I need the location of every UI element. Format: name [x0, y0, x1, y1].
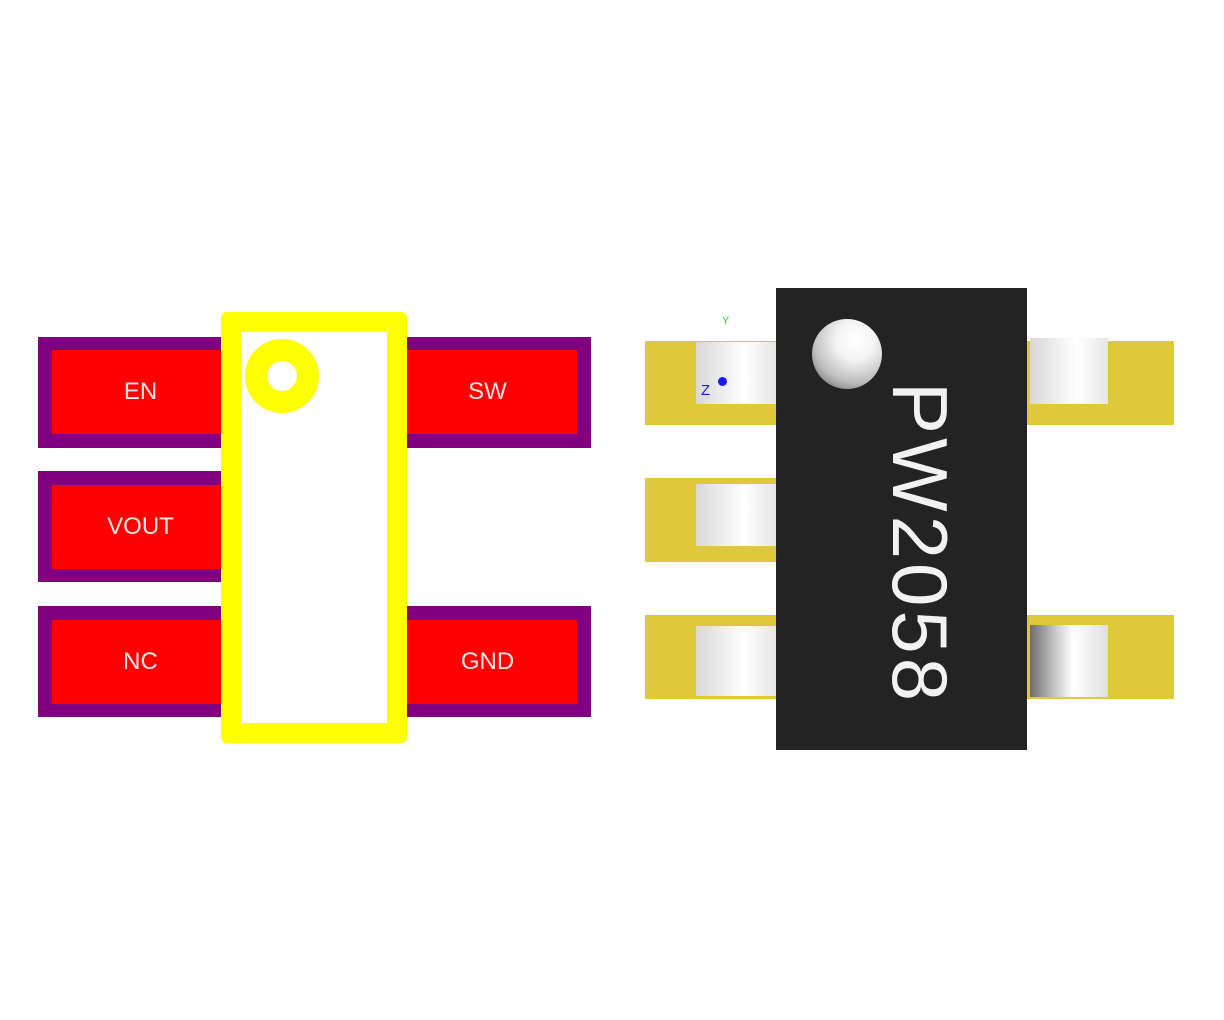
lead-left-mid — [696, 484, 776, 546]
pin1-dimple-icon — [812, 319, 882, 389]
lead-right-top — [1030, 338, 1108, 404]
lead-left-bottom — [696, 626, 776, 696]
lead-right-bottom — [1030, 625, 1108, 697]
pad-vout-copper: VOUT — [52, 485, 229, 569]
pad-vout-label: VOUT — [107, 513, 174, 540]
axis-origin-icon — [718, 377, 727, 386]
pad-sw-copper: SW — [398, 350, 577, 434]
pad-sw-label: SW — [468, 378, 507, 405]
pad-gnd-copper: GND — [398, 620, 577, 704]
pad-en-label: EN — [123, 378, 158, 405]
pad-nc-copper: NC — [52, 620, 229, 704]
pad-en-copper: EN — [52, 350, 229, 434]
part-marking: PW2058 — [876, 382, 964, 706]
axis-y-label: Y — [722, 315, 730, 327]
lead-left-top — [696, 342, 776, 404]
axis-z-label: Z — [701, 382, 711, 399]
pad-nc-label: NC — [123, 648, 158, 675]
pad-gnd-label: GND — [460, 648, 515, 675]
pin1-marker-icon — [245, 339, 319, 413]
